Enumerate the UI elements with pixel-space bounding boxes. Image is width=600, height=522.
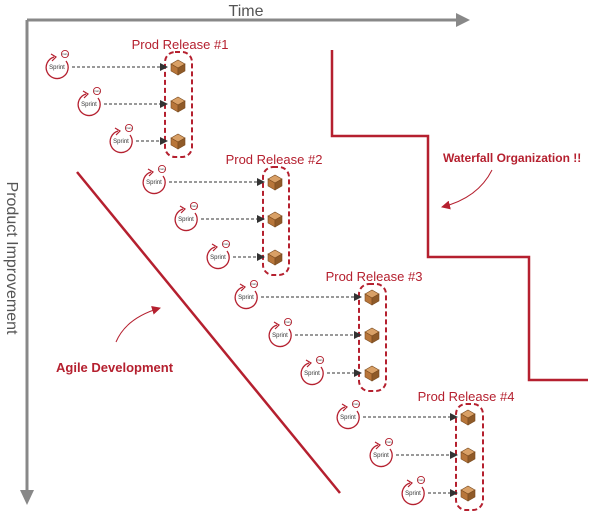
waterfall-organization-label: Waterfall Organization !! — [443, 151, 581, 165]
package-box-icon — [170, 133, 186, 150]
sprint-arrow-label: Daily — [251, 282, 258, 286]
sprint-label: Sprint — [210, 255, 226, 261]
waterfall-pointer-arrow — [441, 169, 493, 210]
time-axis-arrowhead — [456, 13, 470, 27]
sprint-label: Sprint — [272, 333, 288, 339]
product-axis-arrowhead — [20, 490, 34, 505]
package-box-icon — [170, 96, 186, 113]
sprint-label: Sprint — [49, 65, 65, 71]
package-box-icon — [267, 249, 283, 266]
release-label: Prod Release #1 — [132, 37, 229, 52]
package-box-icon — [460, 409, 476, 426]
sprint-arrow-label: Daily — [285, 320, 292, 324]
sprint-arrow-label: Daily — [191, 204, 198, 208]
package-box-icon — [170, 59, 186, 76]
product-axis-label: Product Improvement — [3, 182, 20, 336]
package-box-icon — [364, 365, 380, 382]
release-label: Prod Release #3 — [326, 269, 423, 284]
sprint-label: Sprint — [373, 453, 389, 459]
sprint-arrow-label: Daily — [94, 89, 101, 93]
sprint-label: Sprint — [81, 102, 97, 108]
release-label: Prod Release #4 — [418, 389, 515, 404]
release-group-4: Prod Release #4 — [418, 389, 515, 511]
sprint-arrow-label: Daily — [62, 52, 69, 56]
sprint-arrow-label: Daily — [126, 126, 133, 130]
package-box-icon — [460, 485, 476, 502]
sprint-label: Sprint — [178, 217, 194, 223]
sprint-arrow-label: Daily — [159, 167, 166, 171]
package-box-icon — [364, 289, 380, 306]
release-group-3: Prod Release #3 — [326, 269, 423, 392]
sprint-arrow-label: Daily — [317, 358, 324, 362]
agile-pointer-arrow — [115, 305, 161, 343]
time-axis-label: Time — [229, 3, 264, 20]
axes: Time Product Improvement — [3, 3, 470, 505]
package-box-icon — [460, 447, 476, 464]
sprint-label: Sprint — [238, 295, 254, 301]
release-bracket — [358, 283, 387, 392]
sprint-label: Sprint — [113, 139, 129, 145]
package-box-icon — [267, 174, 283, 191]
sprint-arrow-label: Daily — [418, 478, 425, 482]
release-group-2: Prod Release #2 — [226, 152, 323, 276]
release-label: Prod Release #2 — [226, 152, 323, 167]
package-box-icon — [267, 211, 283, 228]
sprint-arrow-label: Daily — [386, 440, 393, 444]
sprint-rows: DailySprintDailySprintDailySprintDailySp… — [45, 49, 476, 506]
sprint-label: Sprint — [405, 491, 421, 497]
sprint-arrow-label: Daily — [223, 242, 230, 246]
waterfall-stair-line — [330, 50, 588, 382]
release-bracket — [262, 166, 290, 276]
sprint-arrow-label: Daily — [353, 402, 360, 406]
sprint-label: Sprint — [146, 180, 162, 186]
package-box-icon — [364, 327, 380, 344]
agile-development-label: Agile Development — [56, 360, 174, 375]
sprint-label: Sprint — [340, 415, 356, 421]
sprint-label: Sprint — [304, 371, 320, 377]
agile-trend-line — [76, 171, 341, 494]
release-bracket — [455, 403, 484, 511]
